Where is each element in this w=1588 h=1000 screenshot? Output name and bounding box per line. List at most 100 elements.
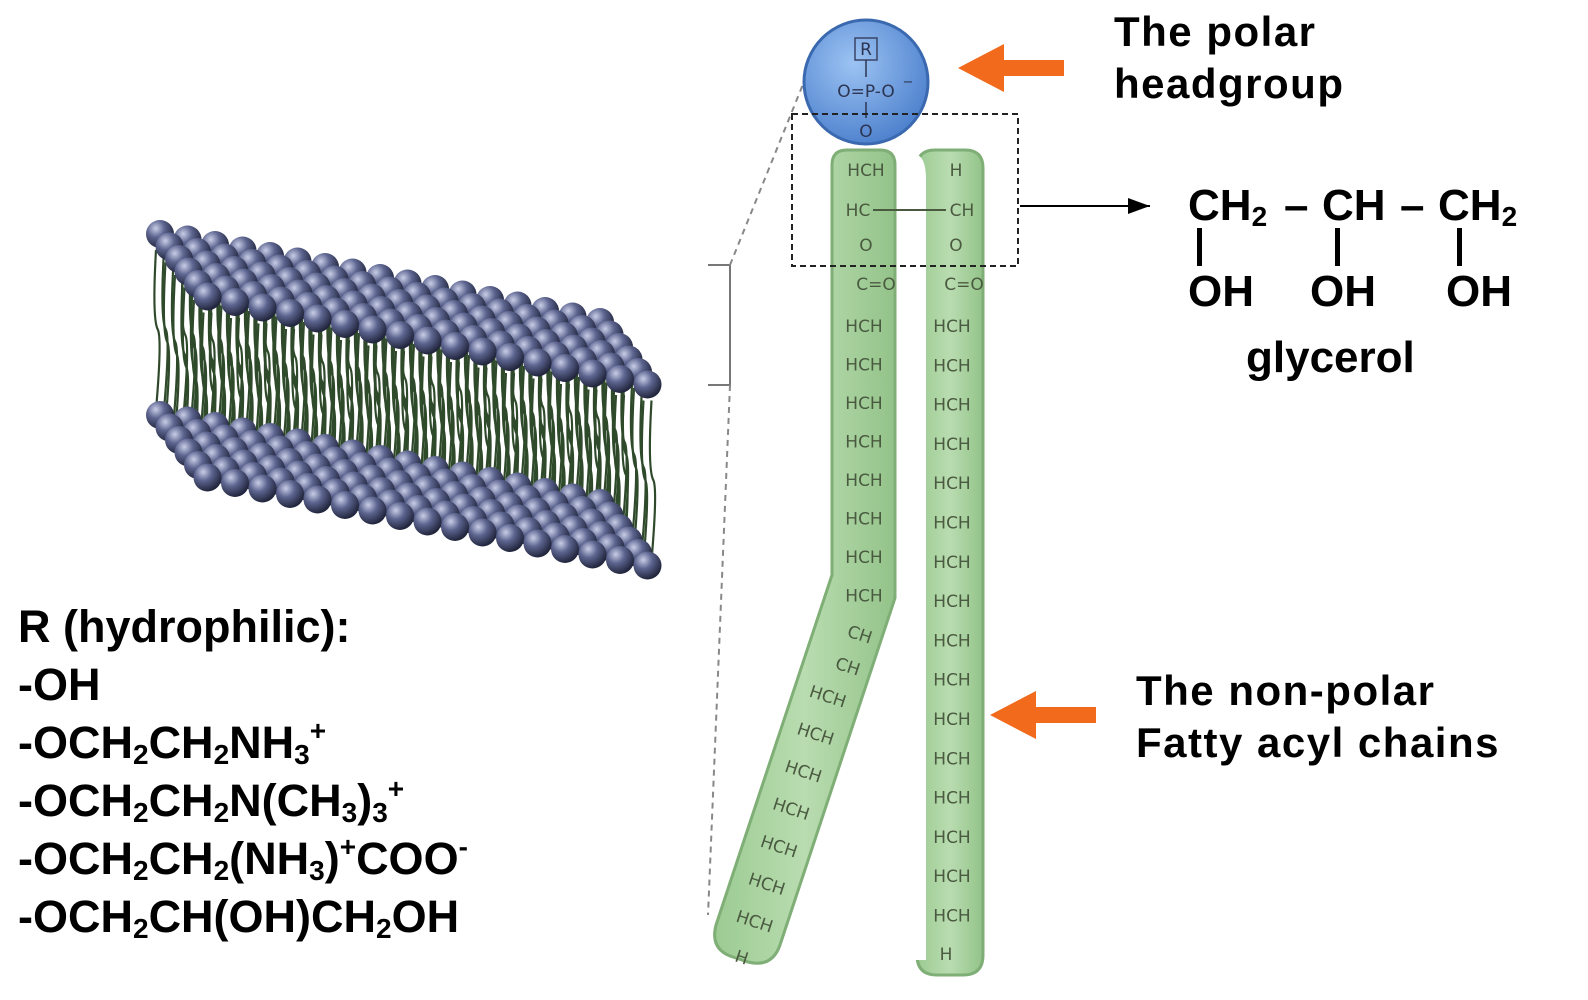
phospholipid-tail [620, 362, 628, 524]
phospholipid-tail [180, 255, 189, 416]
chain-unit-label: HCH [933, 867, 970, 887]
r-group-item: -OCH2CH2NH3+ [18, 715, 327, 770]
svg-text:O=P-O: O=P-O [837, 82, 895, 102]
phospholipid-head [523, 529, 552, 558]
phospholipid-head [248, 293, 277, 322]
chain-unit-label: HCH [933, 317, 970, 337]
fatty-acyl-chain-right [900, 148, 985, 977]
chains-arrow [990, 691, 1096, 739]
chain-unit-label: HCH [933, 907, 970, 927]
r-group-item: -OCH2CH(OH)CH2OH [18, 891, 460, 944]
glycerol-formula-top: CH2 [1188, 181, 1268, 232]
zoom-line-top [729, 61, 813, 266]
lipid-bilayer-illustration [146, 220, 662, 580]
svg-text:CH: CH [950, 201, 975, 221]
phospholipid-tail [170, 262, 179, 423]
zoom-line-bottom [707, 384, 731, 916]
chain-unit-label: HCH [933, 356, 970, 376]
chain-unit-label: HCH [845, 587, 882, 607]
phospholipid-head [193, 463, 222, 492]
glycerol-formula-right: CH2 [1438, 181, 1518, 232]
chain-unit-label: HCH [933, 789, 970, 809]
glycerol-name: glycerol [1246, 333, 1415, 382]
chain-unit-label: HCH [933, 631, 970, 651]
phospholipid-head [248, 474, 277, 503]
headgroup-arrow [958, 44, 1064, 92]
chain-unit-label: H [940, 945, 953, 965]
svg-text:O: O [949, 236, 962, 256]
chain-unit-label: HCH [933, 396, 970, 416]
phospholipid-head [413, 326, 442, 355]
r-group-item: -OCH2CH2N(CH3)3+ [18, 773, 405, 828]
glycerol-highlight-box [791, 113, 1019, 267]
chain-unit-label: HCH [933, 710, 970, 730]
phospholipid-tail [629, 375, 638, 536]
phospholipid-head [303, 304, 332, 333]
chain-unit-label: HCH [933, 435, 970, 455]
svg-text:R: R [860, 40, 872, 60]
phospholipid-head [633, 551, 662, 580]
glycerol-dash-1: – [1284, 181, 1309, 230]
svg-text:C=O: C=O [856, 275, 896, 295]
polar-headgroup-label: The polar headgroup [1114, 8, 1345, 107]
chain-unit-label: HCH [933, 749, 970, 769]
glycerol-dash-2: – [1400, 181, 1425, 230]
r-group-item: -OH [18, 659, 101, 710]
phospholipid-head [578, 540, 607, 569]
chain-unit-label: HCH [845, 548, 882, 568]
phospholipid-head [386, 502, 414, 530]
phospholipid-head [496, 343, 524, 371]
svg-text:−: − [903, 75, 914, 90]
phospholipid-head [276, 299, 304, 327]
svg-text:O: O [859, 236, 872, 256]
phospholipid-head [606, 546, 634, 574]
phospholipid-head [468, 518, 497, 547]
chain-unit-label: HCH [845, 356, 882, 376]
svg-text:O: O [859, 122, 872, 142]
phospholipid-head [331, 310, 359, 338]
chain-unit-label: HCH [845, 317, 882, 337]
r-group-list: R (hydrophilic): -OH-OCH2CH2NH3+-OCH2CH2… [18, 598, 468, 946]
glycerol-ch: CH [1322, 181, 1386, 230]
phospholipid-head [633, 370, 662, 399]
chain-unit-label: HCH [845, 394, 882, 414]
phospholipid-head [276, 480, 304, 508]
phospholipid-tail [639, 387, 647, 549]
chain-unit-label: HCH [845, 510, 882, 530]
phospholipid-head [523, 348, 552, 377]
svg-text:H: H [950, 161, 963, 181]
chain-unit-label: HCH [933, 592, 970, 612]
glycerol-oh-1: OH [1188, 267, 1254, 316]
chain-unit-label: HCH [933, 553, 970, 573]
phospholipid-head [193, 282, 222, 311]
chain-unit-label: HCH [933, 671, 970, 691]
phospholipid-head [221, 288, 249, 316]
phospholipid-head [441, 513, 469, 541]
svg-text:HC: HC [846, 201, 871, 221]
phospholipid-head [441, 332, 469, 360]
phospholipid-tail [153, 249, 161, 411]
phospholipid-head [468, 337, 497, 366]
nonpolar-chains-label: The non-polar Fatty acyl chains [1136, 667, 1500, 766]
bilayer-bracket [708, 264, 731, 386]
chain-unit-label: HCH [933, 514, 970, 534]
phospholipid-head [606, 365, 634, 393]
svg-text:C=O: C=O [944, 275, 984, 295]
chain-unit-label: HCH [845, 471, 882, 491]
glycerol-backbone-formula: HCH HC O C=O H CH O C=O [846, 161, 984, 295]
glycerol-bonds [1197, 228, 1462, 266]
phospholipid-head [551, 535, 579, 563]
phospholipid-tail [161, 249, 169, 411]
right-chain-formula: HCH HCH HCH HCH HCH HCH HCH HCH HCH HCH HCH HCH HCH H… [933, 317, 970, 965]
r-group-item: -OCH2CH2(NH3)+COO- [18, 831, 468, 886]
svg-text:HCH: HCH [847, 161, 884, 181]
glycerol-oh-3: OH [1446, 267, 1512, 316]
phospholipid-head [578, 359, 607, 388]
polar-headgroup: R O=P-O − O [802, 18, 930, 146]
phospholipid-head [496, 524, 524, 552]
phospholipid-head [413, 507, 442, 536]
chain-unit-label: HCH [933, 474, 970, 494]
r-group-title: R (hydrophilic): [18, 601, 351, 652]
phospholipid-head [331, 491, 359, 519]
